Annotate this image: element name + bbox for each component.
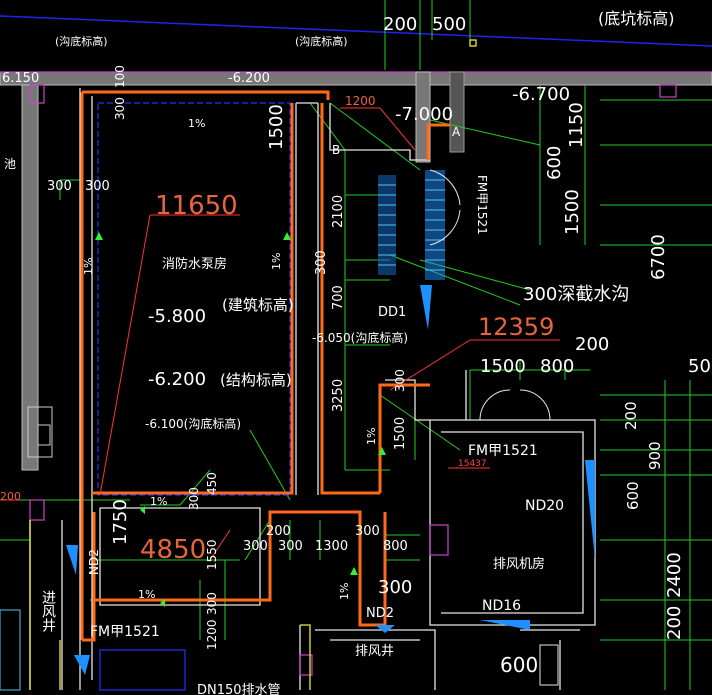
label-elev-6200-top: -6.200: [228, 71, 270, 86]
dim-2100: 2100: [331, 195, 346, 228]
elev-arch-lbl: (建筑标高): [222, 296, 294, 314]
label-elev-6700: -6.700: [512, 84, 570, 105]
elev-struct-val: -6.200: [148, 369, 206, 390]
dim-300-b: 300: [85, 179, 110, 194]
room-exhaust: 排风机房: [493, 556, 545, 572]
room-pump: 消防水泵房: [162, 256, 227, 272]
dim-450: 450: [205, 472, 219, 495]
label-trench-elev-2: (沟底标高): [295, 34, 348, 48]
dim-200-r: 200: [575, 334, 609, 355]
dim-200-m: 200: [266, 524, 291, 539]
dim-6700: 6700: [648, 234, 669, 280]
dim-900-rr: 900: [646, 441, 664, 470]
mark-b: B: [332, 143, 340, 157]
dim-12359: 12359: [478, 313, 554, 341]
exhaust-shaft: 排风井: [355, 644, 394, 659]
yellow-lines: [29, 39, 477, 690]
dim-800-h: 800: [540, 356, 574, 377]
dim-200: 200: [383, 14, 417, 35]
leader-lines: [0, 107, 560, 561]
dim-300-h: 300: [355, 524, 380, 539]
slope-b: 1%: [150, 495, 167, 508]
dim-600-rr: 600: [624, 481, 642, 510]
label-trench-elev-1: (沟底标高): [55, 34, 108, 48]
dim-1300: 1300: [315, 539, 348, 554]
dim-100-v: 100: [113, 65, 127, 88]
nd16: ND16: [482, 598, 521, 614]
pump-room-inner: [97, 102, 291, 496]
labels: (底坑标高) (沟底标高) (沟底标高) 6.150 -6.200 200 50…: [0, 9, 711, 695]
dd1: DD1: [378, 305, 406, 320]
dim-300-g: 300: [278, 539, 303, 554]
dim-11650: 11650: [155, 191, 238, 221]
dim-1200-v: 1200: [205, 619, 219, 650]
mark-a: A: [452, 125, 461, 139]
dim-600-b: 600: [500, 653, 538, 677]
dim-300-e: 300: [187, 487, 201, 510]
dim-50: 50: [688, 356, 711, 377]
dim-1500-r: 1500: [562, 189, 583, 235]
room-outlines: [29, 88, 596, 690]
pipe-dn150: DN150排水管: [197, 683, 281, 695]
nd20: ND20: [525, 498, 564, 514]
dim-2400: 2400: [664, 552, 685, 598]
markers: [66, 285, 595, 675]
dim-600-r: 600: [544, 146, 565, 180]
magenta-boxes: [29, 84, 677, 676]
fm-door-bottom: FM甲1521: [90, 624, 160, 640]
orange-walls: [80, 90, 450, 642]
elev-arch-val: -5.800: [148, 306, 206, 327]
slope-d: 1%: [338, 583, 351, 600]
dim-4850: 4850: [140, 535, 206, 565]
dim-200-b: 200: [664, 606, 685, 640]
slope-c: 1%: [138, 588, 155, 601]
dim-800-b: 800: [383, 539, 408, 554]
top-boundary-blue: [0, 15, 712, 47]
dim-300-i: 300: [205, 592, 219, 615]
label-pit-elev: (底坑标高): [598, 9, 675, 28]
dim-500: 500: [432, 14, 466, 35]
dim-700: 700: [331, 285, 346, 310]
elev-6100: -6.100(沟底标高): [145, 416, 241, 431]
inlet-shaft: 进风井: [40, 590, 56, 633]
slope-left: 1%: [82, 258, 95, 275]
top-wall: [0, 71, 712, 86]
trench-300: 300深截水沟: [523, 284, 629, 305]
label-elev-6150: 6.150: [2, 71, 39, 86]
dim-1150: 1150: [566, 102, 587, 148]
dim-300-big: 300: [378, 577, 412, 598]
label-elev-7000: -7.000: [395, 104, 453, 125]
dim-1500-v: 1500: [266, 104, 287, 150]
dim-300-c: 300: [314, 250, 329, 275]
dim-300-v: 300: [113, 97, 127, 120]
dim-200-l: 200: [0, 490, 21, 503]
dim-1750: 1750: [110, 499, 131, 545]
elev-6050: -6.050(沟底标高): [312, 330, 408, 345]
nd2-horizontal: ND2: [366, 606, 394, 621]
slope-v2: 1%: [365, 428, 378, 445]
slope-mid: 1%: [270, 253, 283, 270]
door-arcs: [429, 169, 551, 421]
dim-1200-red: 1200: [345, 94, 376, 108]
label-left-pool: 池: [4, 157, 16, 171]
dim-1500-v2: 1500: [393, 417, 408, 450]
dim-15437: 15437: [458, 459, 487, 469]
dim-1500-h: 1500: [480, 356, 526, 377]
dim-1550: 1550: [205, 539, 219, 570]
fm-door-vertical: FM甲1521: [475, 175, 489, 235]
dim-200-rr: 200: [622, 401, 640, 430]
nd2-vertical: ND2: [87, 549, 101, 575]
slope-top: 1%: [188, 117, 205, 130]
dim-3250: 3250: [331, 379, 346, 412]
arrows-green: [95, 232, 386, 607]
dim-300-a: 300: [47, 179, 72, 194]
fm-door-h: FM甲1521: [468, 443, 538, 459]
dim-300-f: 300: [243, 539, 268, 554]
dim-300-d: 300: [393, 369, 407, 392]
left-wall: [21, 84, 39, 471]
elev-struct-lbl: (结构标高): [220, 371, 292, 389]
